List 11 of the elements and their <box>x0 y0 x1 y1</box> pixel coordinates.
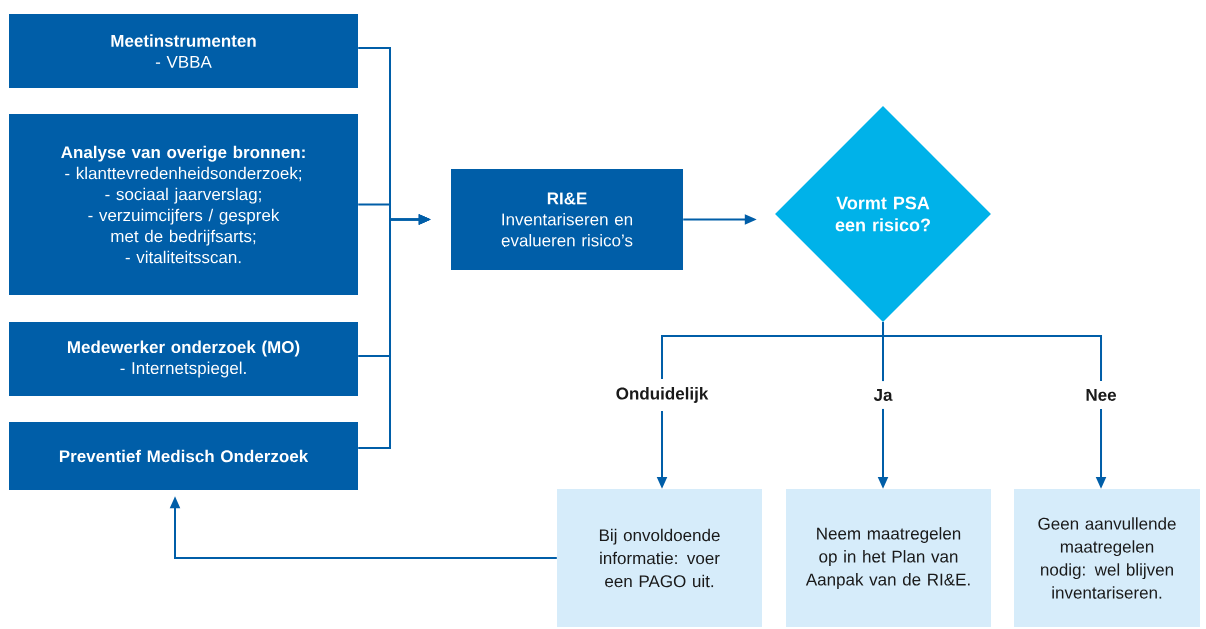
edge-label: Onduidelijk <box>613 379 711 411</box>
outcome-box: Bij onvoldoende informatie: voer een PAGO uit. <box>557 489 762 627</box>
edge-label: Nee <box>1083 381 1119 409</box>
process-box: Preventief Medisch Onderzoek <box>9 422 358 490</box>
process-box: Medewerker onderzoek (MO) - Internetspiegel. <box>9 322 358 396</box>
process-box: Analyse van overige bronnen: - klanttevredenheidsonderzoek; - sociaal jaarverslag; - verzuimcijfers / gesprek met de bedrijfsarts; - vitaliteitsscan. <box>9 114 358 295</box>
outcome-box: Geen aanvullende maatregelen nodig: wel blijven inventariseren. <box>1014 489 1200 627</box>
process-box: RI&E Inventariseren en evalueren risico’s <box>451 169 683 270</box>
outcome-box: Neem maatregelen op in het Plan van Aanpak van de RI&E. <box>786 489 991 627</box>
process-box: Meetinstrumenten - VBBA <box>9 14 358 88</box>
edge-label: Ja <box>871 381 895 409</box>
